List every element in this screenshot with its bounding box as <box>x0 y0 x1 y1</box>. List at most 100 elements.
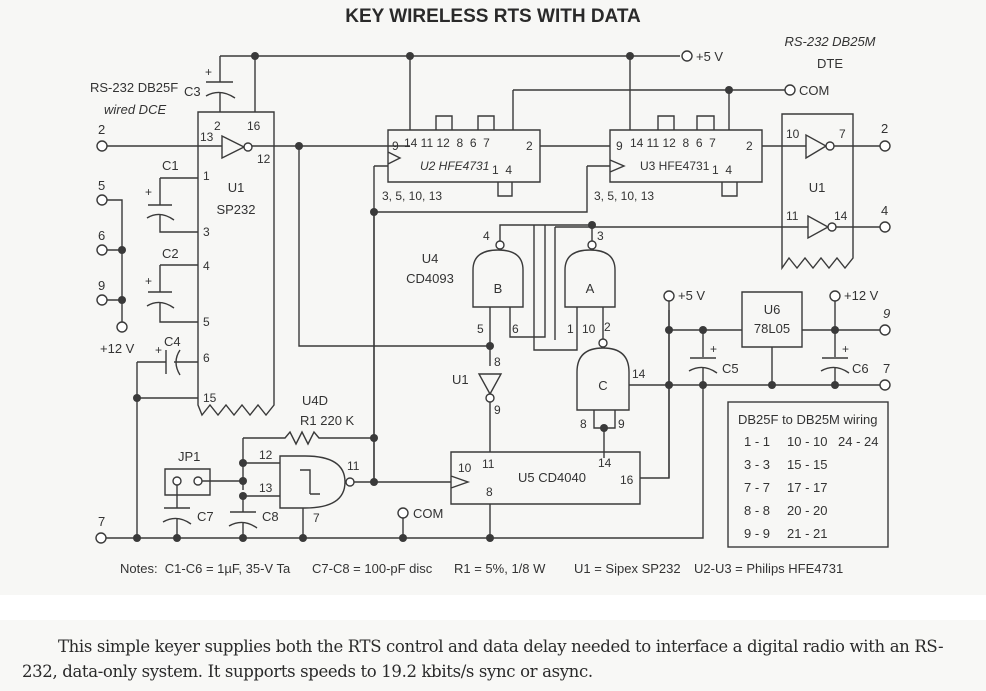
svg-text:24 - 24: 24 - 24 <box>838 434 878 449</box>
u6-78l05 <box>741 291 803 348</box>
svg-text:1 4: 1 4 <box>712 163 732 177</box>
u1-ref: U1 <box>228 180 245 195</box>
svg-text:C2: C2 <box>162 246 179 261</box>
svg-text:3: 3 <box>203 225 210 239</box>
svg-text:14 11 12 8 6 7: 14 11 12 8 6 7 <box>404 136 490 150</box>
svg-text:5: 5 <box>477 322 484 336</box>
svg-text:3: 3 <box>597 229 604 243</box>
svg-text:11: 11 <box>482 457 495 471</box>
c3-capacitor <box>205 75 236 112</box>
c4-capacitor <box>136 349 198 538</box>
svg-text:15: 15 <box>203 391 217 405</box>
diagram-title: KEY WIRELESS RTS WITH DATA <box>345 6 641 27</box>
svg-text:U5 CD4040: U5 CD4040 <box>518 470 586 485</box>
svg-text:C1: C1 <box>162 158 179 173</box>
separator <box>0 595 986 620</box>
svg-text:U2 HFE4731: U2 HFE4731 <box>420 159 489 173</box>
svg-text:10 - 10: 10 - 10 <box>787 434 827 449</box>
c1-capacitor <box>146 177 198 233</box>
svg-text:6: 6 <box>512 322 519 336</box>
svg-text:B: B <box>494 281 503 296</box>
note-u1: U1 = Sipex SP232 <box>574 561 681 576</box>
com-label: COM <box>799 83 829 98</box>
right-connector-label: RS-232 DB25M <box>784 34 875 49</box>
svg-text:4: 4 <box>881 203 888 218</box>
svg-text:4: 4 <box>483 229 490 243</box>
u1-inverter-1 <box>221 134 246 160</box>
svg-text:C7: C7 <box>197 509 214 524</box>
svg-text:8: 8 <box>494 355 501 369</box>
u1-inverter-2 <box>477 373 503 396</box>
svg-text:9: 9 <box>618 417 625 431</box>
svg-text:2: 2 <box>98 122 105 137</box>
u3-hfe4731 <box>609 129 763 183</box>
svg-text:11: 11 <box>347 459 360 473</box>
svg-text:6: 6 <box>203 351 210 365</box>
svg-text:4: 4 <box>203 259 210 273</box>
svg-text:C5: C5 <box>722 361 739 376</box>
svg-text:7: 7 <box>313 511 320 525</box>
svg-text:5: 5 <box>98 178 105 193</box>
wiring-table <box>727 401 889 548</box>
svg-text:9: 9 <box>98 278 105 293</box>
svg-text:3 - 3: 3 - 3 <box>744 457 770 472</box>
svg-text:2: 2 <box>214 119 221 133</box>
left-connector-sublabel: wired DCE <box>104 102 166 117</box>
note-caps-tantalum: Notes: C1-C6 = 1µF, 35-V Ta <box>120 561 291 576</box>
com-rail <box>512 89 785 130</box>
svg-text:U6: U6 <box>764 302 781 317</box>
schematic: KEY WIRELESS RTS WITH DATA +5 V COM RS-2… <box>90 6 891 576</box>
right-pin-2-terminal <box>879 140 891 152</box>
svg-text:6: 6 <box>98 228 105 243</box>
u1-right-block <box>781 113 854 271</box>
note-resistor: R1 = 5%, 1/8 W <box>454 561 546 576</box>
svg-text:13: 13 <box>259 481 273 495</box>
svg-text:+: + <box>842 342 849 356</box>
bottom-com-label: COM <box>413 506 443 521</box>
svg-text:C4: C4 <box>164 334 181 349</box>
svg-text:9: 9 <box>392 139 399 153</box>
jp1-jumper <box>164 468 211 496</box>
u4d-label: U4D <box>302 393 328 408</box>
svg-text:+: + <box>145 274 152 288</box>
u4-ref: U4 <box>422 251 439 266</box>
u4d-schmitt-nand <box>279 455 346 509</box>
note-u2-u3: U2-U3 = Philips HFE4731 <box>694 561 843 576</box>
svg-text:+: + <box>145 185 152 199</box>
junction <box>725 86 733 94</box>
svg-text:14: 14 <box>598 456 612 470</box>
svg-text:+: + <box>205 65 212 79</box>
plus5-label: +5 V <box>696 49 723 64</box>
svg-text:+: + <box>155 343 162 357</box>
svg-text:9: 9 <box>616 139 623 153</box>
c7-capacitor <box>162 480 243 538</box>
caption-block: This simple keyer supplies both the RTS … <box>0 620 986 691</box>
gate-b <box>472 249 524 308</box>
svg-text:10: 10 <box>582 322 596 336</box>
left-connector-label: RS-232 DB25F <box>90 80 178 95</box>
caption-text: This simple keyer supplies both the RTS … <box>22 637 944 681</box>
svg-text:8: 8 <box>486 485 493 499</box>
svg-text:10: 10 <box>786 127 800 141</box>
svg-text:1: 1 <box>203 169 210 183</box>
svg-text:9: 9 <box>494 403 501 417</box>
svg-text:8 - 8: 8 - 8 <box>744 503 770 518</box>
svg-text:+5 V: +5 V <box>678 288 705 303</box>
svg-text:14: 14 <box>834 209 848 223</box>
svg-text:3, 5, 10, 13: 3, 5, 10, 13 <box>382 189 442 203</box>
svg-text:2: 2 <box>526 139 533 153</box>
svg-text:14 11 12 8 6 7: 14 11 12 8 6 7 <box>630 136 716 150</box>
u4-part: CD4093 <box>406 271 454 286</box>
svg-text:A: A <box>586 281 595 296</box>
svg-text:14: 14 <box>632 367 646 381</box>
svg-text:7 - 7: 7 - 7 <box>744 480 770 495</box>
svg-text:+: + <box>710 342 717 356</box>
left-plus12-label: +12 V <box>100 341 135 356</box>
c2-capacitor <box>146 264 198 323</box>
svg-text:7: 7 <box>883 361 890 376</box>
svg-text:15 - 15: 15 - 15 <box>787 457 827 472</box>
u1-sp232-block <box>197 111 275 417</box>
r1-label: R1 220 K <box>300 413 355 428</box>
right-connector-sublabel: DTE <box>817 56 843 71</box>
